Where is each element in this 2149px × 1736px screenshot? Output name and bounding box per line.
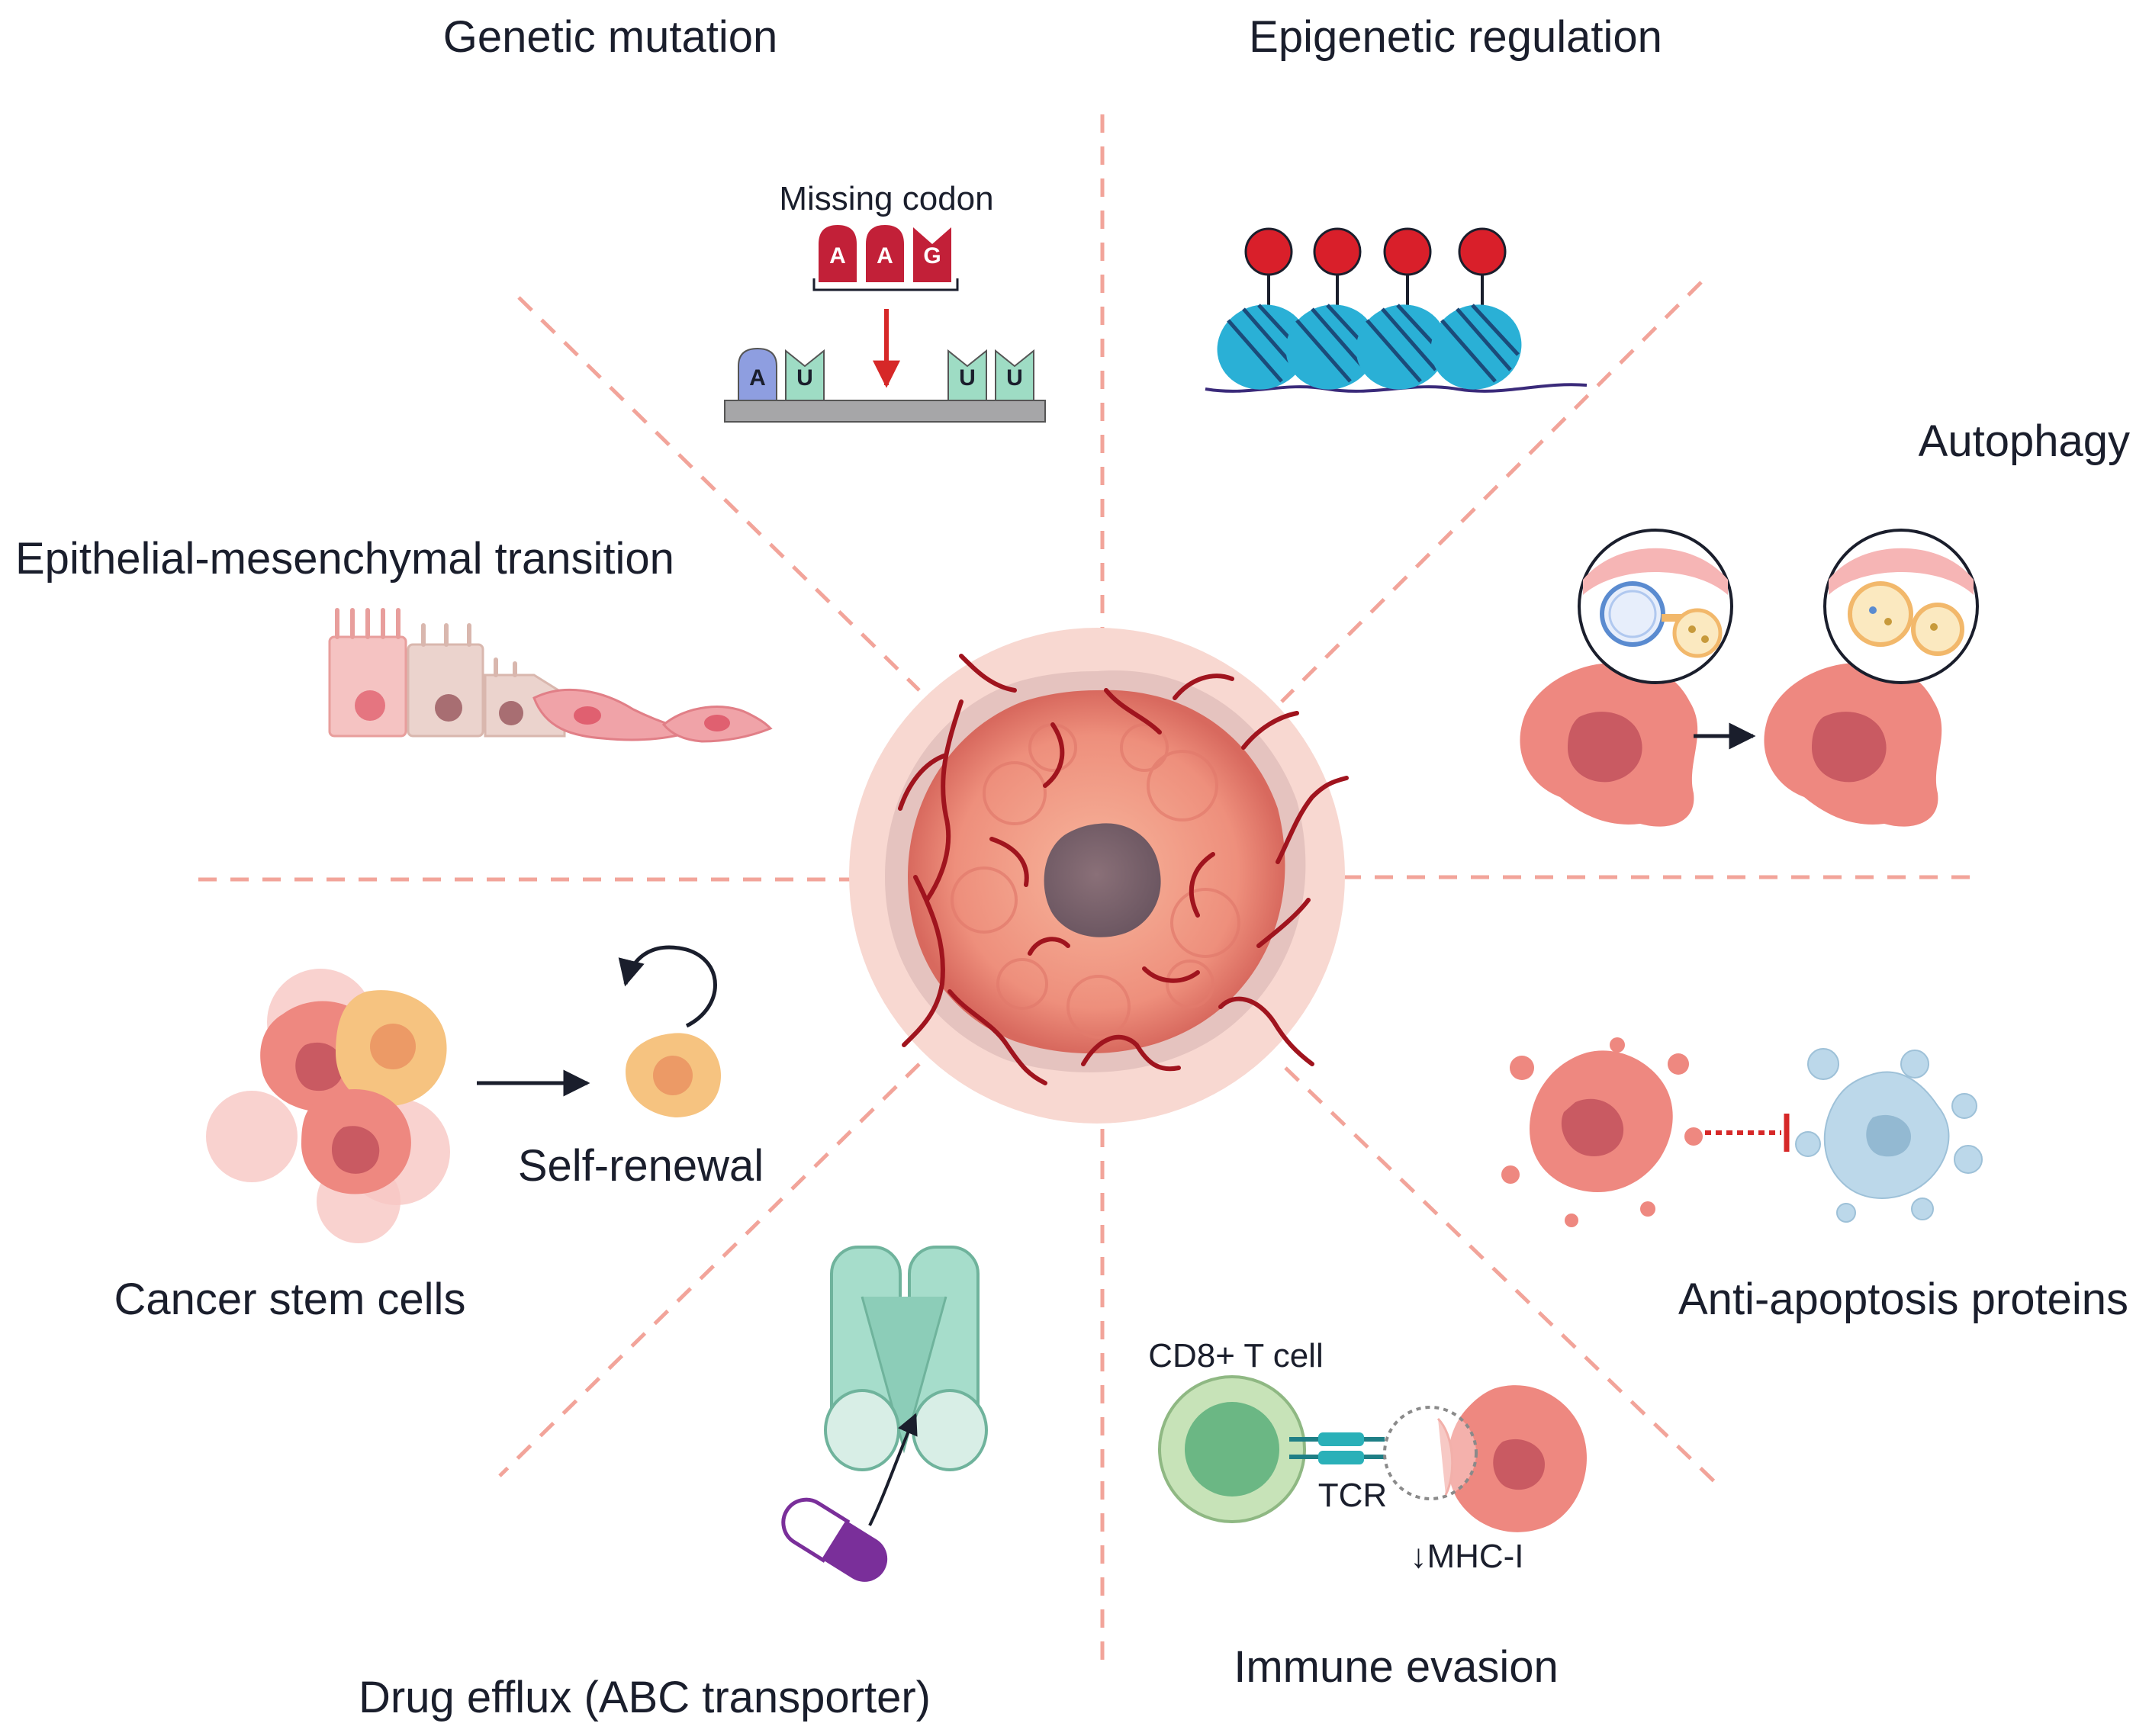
- t-cell-receptor: [1289, 1432, 1385, 1464]
- anti-apoptosis-panel: Anti-apoptosis proteins: [1501, 1037, 2128, 1324]
- nucleosomes: [1217, 227, 1522, 390]
- epigenetic-regulation-label: Epigenetic regulation: [1249, 12, 1662, 62]
- drug-efflux-panel: Drug efflux (ABC transporter): [359, 1246, 988, 1722]
- nucleosome-3: [1356, 227, 1447, 390]
- strand-base-u2-letter: U: [959, 365, 976, 391]
- methyl-group-3: [1383, 227, 1432, 276]
- autophagy-panel: Autophagy: [1520, 416, 2130, 827]
- autophagy-label: Autophagy: [1919, 416, 2130, 466]
- strand-base-a: [738, 347, 777, 401]
- emt-panel: Epithelial-mesenchymal transition: [15, 534, 773, 743]
- epigenetic-regulation-panel: Epigenetic regulation: [1205, 12, 1662, 393]
- cancer-stem-cells-panel: Self-renewal Cancer stem cells: [114, 945, 764, 1324]
- methyl-group-2: [1313, 227, 1362, 276]
- tumor-blood-vessels: [898, 654, 1349, 1085]
- missing-codon-bases: A A G: [812, 225, 959, 291]
- strand-base-u1: [785, 349, 825, 401]
- genetic-mutation-panel: Genetic mutation Missing codon A A G A U…: [443, 12, 1046, 423]
- nucleosome-4: [1430, 227, 1522, 390]
- divider-lines: [198, 114, 1983, 1663]
- strand-base-u1-letter: U: [796, 365, 813, 391]
- codon-base-2: [866, 225, 904, 282]
- tumor-necrotic-core: [1044, 823, 1161, 937]
- codon-base-1: [819, 225, 857, 282]
- drug-capsule: [781, 1497, 888, 1582]
- mhc-i-label: ↓MHC-I: [1410, 1538, 1523, 1575]
- self-renewal-label: Self-renewal: [518, 1141, 764, 1191]
- divider-lower-right: [1284, 1066, 1718, 1485]
- rna-strand: A U U U: [724, 347, 1046, 423]
- anti-apoptosis-label: Anti-apoptosis proteins: [1678, 1275, 2128, 1324]
- immune-evasion-label: Immune evasion: [1234, 1642, 1559, 1692]
- codon-bracket: [812, 278, 959, 291]
- autophagy-cell-before: [1520, 661, 1698, 827]
- self-renewing-stem-cell: [626, 1033, 721, 1117]
- cd8-t-cell: [1158, 1375, 1306, 1523]
- cancer-stem-cells-label: Cancer stem cells: [114, 1275, 466, 1324]
- divider-upper-left: [517, 296, 921, 692]
- tumor-texture: [951, 723, 1240, 1039]
- tcr-label: TCR: [1318, 1477, 1387, 1514]
- drug-efflux-arrow: [868, 1413, 918, 1526]
- codon-base-1-letter: A: [829, 243, 846, 268]
- methyl-group-1: [1244, 227, 1293, 276]
- strand-base-u3-letter: U: [1006, 365, 1023, 391]
- methyl-group-4: [1458, 227, 1507, 276]
- missing-codon-label: Missing codon: [779, 180, 993, 217]
- tumor-cell-cluster: [206, 969, 450, 1243]
- codon-base-3-letter: G: [923, 243, 941, 268]
- codon-base-3: [913, 227, 951, 282]
- mesenchymal-cell-2: [661, 706, 773, 743]
- abc-transporter: [824, 1246, 988, 1471]
- nucleosome-2: [1285, 227, 1377, 390]
- cd8-t-cell-label: CD8+ T cell: [1148, 1337, 1323, 1374]
- codon-base-2-letter: A: [877, 243, 893, 268]
- missing-mhc-outline: [1383, 1406, 1478, 1500]
- emt-label: Epithelial-mesenchymal transition: [15, 534, 674, 583]
- drug-efflux-label: Drug efflux (ABC transporter): [359, 1673, 931, 1722]
- genetic-mutation-label: Genetic mutation: [443, 12, 777, 62]
- central-tumor: [849, 628, 1349, 1124]
- self-renewal-cycle-arrow: [618, 945, 717, 1028]
- epithelial-cell-2: [407, 623, 484, 738]
- immune-evasion-panel: CD8+ T cell TCR ↓MHC-I Immune evasion: [1148, 1337, 1587, 1692]
- epithelial-cell-1: [328, 608, 407, 738]
- strand-base-u3: [995, 349, 1034, 401]
- inhibition-symbol: [1705, 1114, 1790, 1152]
- strand-base-a-letter: A: [749, 365, 766, 391]
- autolysosome-inset: [1823, 529, 1979, 684]
- autophagosome-inset: [1578, 529, 1733, 684]
- divider-upper-right: [1280, 281, 1703, 703]
- autophagy-cell-after: [1764, 661, 1942, 827]
- evading-tumor-cell: [1383, 1385, 1587, 1532]
- strand-base-u2: [947, 349, 987, 401]
- divider-lower-left: [498, 1062, 921, 1477]
- strand-backbone: [724, 400, 1046, 423]
